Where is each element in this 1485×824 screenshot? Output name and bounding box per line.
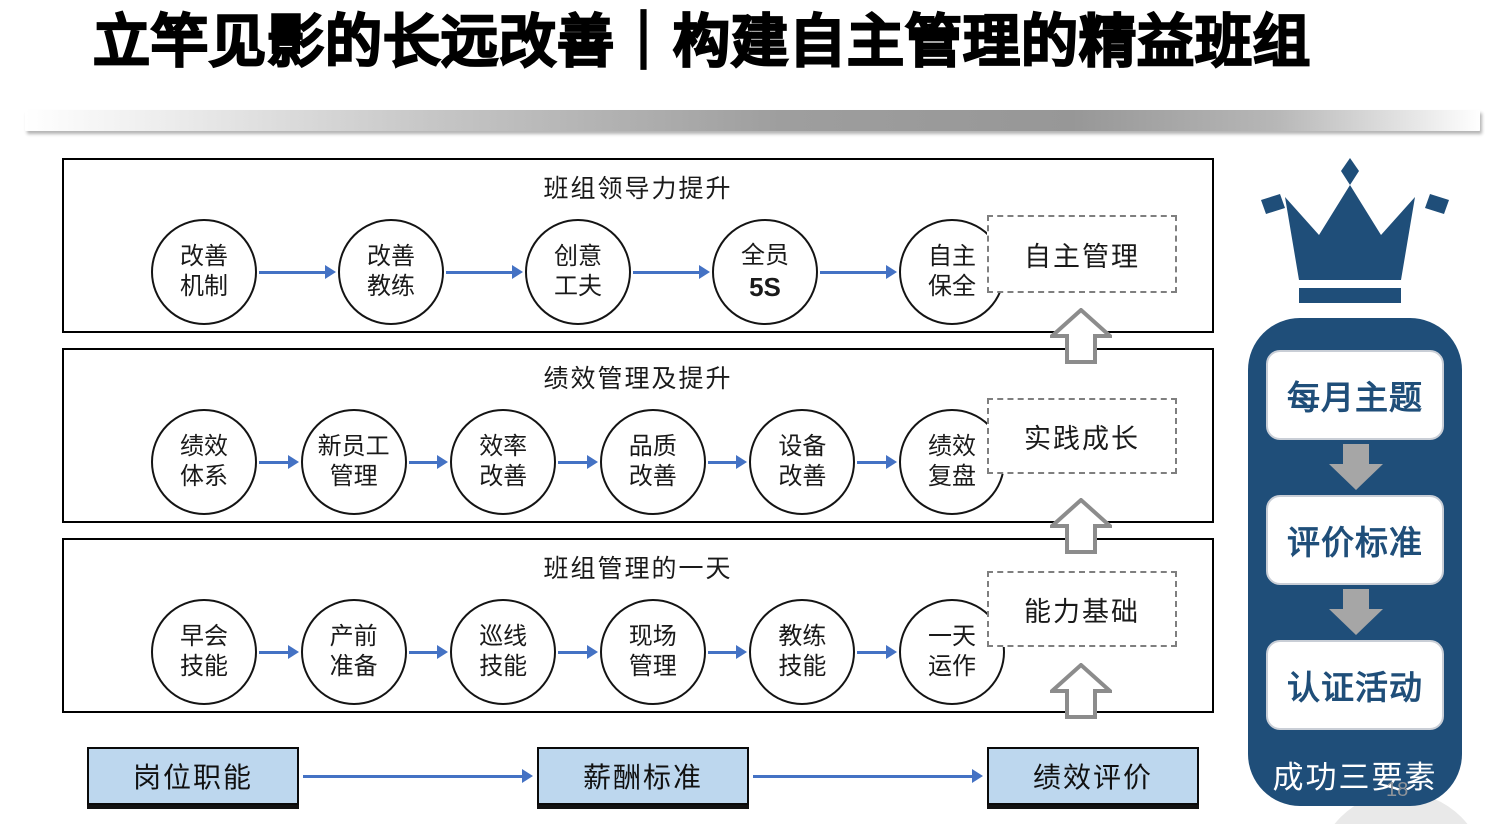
flow-arrow: [707, 455, 747, 469]
process-step-circle: 设备改善: [749, 409, 856, 515]
foundation-box: 薪酬标准: [537, 747, 749, 805]
circle-label-top: 效率: [479, 433, 528, 460]
process-step-circle: 教练技能: [749, 599, 856, 705]
block-arrow-up-icon: [1046, 307, 1116, 364]
flow-arrow: [707, 645, 747, 659]
flow-arrow: [408, 455, 448, 469]
circle-label-top: 绩效: [928, 433, 976, 460]
block-arrow-down-icon: [1329, 444, 1383, 490]
circle-label-bottom: 运作: [928, 653, 976, 680]
process-step-circle: 早会技能: [151, 599, 257, 705]
circle-label-bottom: 技能: [778, 653, 827, 680]
block-arrow-up-icon: [1046, 497, 1116, 554]
success-step-box: 每月主题: [1266, 350, 1444, 440]
circle-label-top: 新员工: [317, 433, 390, 460]
circle-label-bottom: 改善: [479, 463, 528, 490]
circle-label-top: 自主: [928, 243, 976, 270]
circle-label-bottom: 管理: [628, 653, 677, 680]
circle-label-top: 绩效: [180, 433, 228, 460]
flow-arrow: [857, 645, 897, 659]
flow-arrow: [259, 265, 336, 279]
circle-label-bottom: 工夫: [554, 273, 602, 300]
process-step-circle: 改善机制: [151, 219, 257, 325]
process-step-circle: 创意工夫: [525, 219, 631, 325]
foundation-box: 绩效评价: [987, 747, 1199, 805]
circle-label-bottom: 复盘: [928, 463, 976, 490]
process-step-circle: 绩效体系: [151, 409, 257, 515]
circle-label-bottom: 保全: [928, 273, 976, 300]
process-step-circle: 产前准备: [300, 599, 407, 705]
flow-arrow: [446, 265, 523, 279]
process-step-circle: 改善教练: [338, 219, 444, 325]
outcome-dashed-box: 能力基础: [987, 571, 1177, 647]
flow-arrow: [857, 455, 897, 469]
success-step-box: 认证活动: [1266, 640, 1444, 730]
process-panel: 绩效管理及提升绩效体系新员工管理效率改善品质改善设备改善绩效复盘实践成长: [62, 348, 1214, 523]
title-divider-bar: [25, 110, 1480, 131]
panel-heading: 绩效管理及提升: [543, 365, 733, 393]
circle-label-top: 创意: [554, 243, 602, 270]
success-caption: 成功三要素: [1272, 760, 1438, 795]
success-step-box: 评价标准: [1266, 495, 1444, 585]
circle-label-top: 改善: [367, 243, 415, 270]
outcome-dashed-box: 实践成长: [987, 398, 1177, 474]
block-arrow-up-icon: [1046, 662, 1116, 719]
circle-label-top: 设备: [778, 433, 827, 460]
circle-label-top: 改善: [180, 243, 228, 270]
flow-arrow: [558, 645, 598, 659]
flow-arrow: [753, 769, 983, 783]
circle-label-top: 品质: [628, 433, 677, 460]
circle-label-top: 产前: [329, 623, 378, 650]
panel-heading: 班组管理的一天: [543, 555, 733, 583]
outcome-dashed-box: 自主管理: [987, 215, 1177, 293]
flow-arrow: [259, 645, 299, 659]
flow-arrow: [408, 645, 448, 659]
circle-label-bottom: 技能: [180, 653, 228, 680]
circle-label-bottom: 改善: [778, 463, 827, 490]
process-step-circle: 效率改善: [450, 409, 557, 515]
process-panel: 班组管理的一天早会技能产前准备巡线技能现场管理教练技能一天运作能力基础: [62, 538, 1214, 713]
circle-label-bottom: 改善: [628, 463, 677, 490]
page-number: 18: [1386, 779, 1409, 801]
circle-label-top: 全员: [741, 241, 789, 269]
process-step-circle: 现场管理: [599, 599, 706, 705]
circle-label-top: 一天: [928, 623, 976, 650]
block-arrow-down-icon: [1329, 589, 1383, 635]
circle-label-bottom: 教练: [367, 273, 415, 300]
process-step-circle: 新员工管理: [300, 409, 407, 515]
circle-label-bottom: 技能: [479, 653, 528, 680]
flow-arrow: [633, 265, 710, 279]
panel-heading: 班组领导力提升: [543, 175, 733, 203]
circle-label-top: 巡线: [479, 623, 528, 650]
circle-label-bottom: 管理: [329, 463, 378, 490]
slide-title: 立竿见影的长远改善｜构建自主管理的精益班组: [92, 9, 1311, 75]
flow-arrow: [303, 769, 533, 783]
circle-label-top: 教练: [778, 623, 827, 650]
foundation-box: 岗位职能: [87, 747, 299, 805]
circle-label-top: 早会: [180, 623, 228, 650]
circle-label-bottom: 5S: [749, 271, 781, 302]
circle-label-bottom: 机制: [180, 273, 228, 300]
flow-arrow: [558, 455, 598, 469]
circle-label-bottom: 准备: [329, 653, 378, 680]
process-step-circle: 品质改善: [599, 409, 706, 515]
circle-label-top: 现场: [628, 623, 677, 650]
crown-icon: [1261, 158, 1449, 303]
flow-arrow: [259, 455, 299, 469]
circle-label-bottom: 体系: [180, 463, 228, 490]
process-step-circle: 巡线技能: [450, 599, 557, 705]
flow-arrow: [820, 265, 897, 279]
